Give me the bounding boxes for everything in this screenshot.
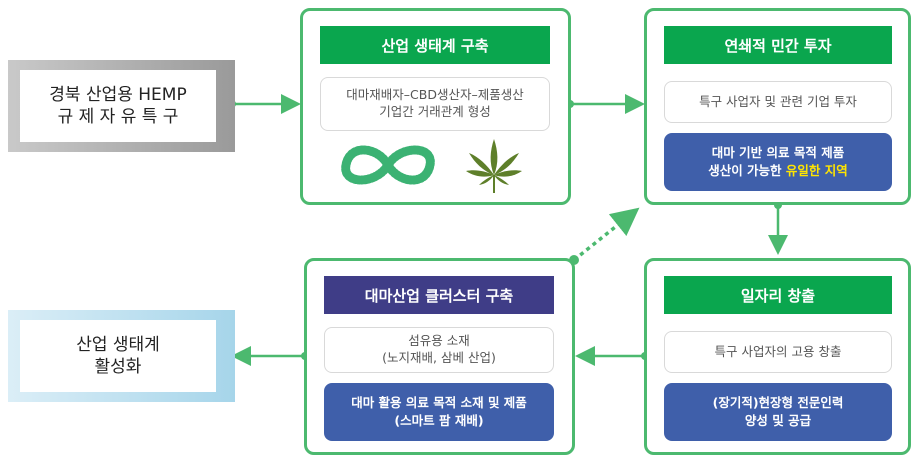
card-jobs-box-line1: (장기적)현장형 전문인력 xyxy=(712,394,844,410)
card-cluster-box-line2: (스마트 팜 재배) xyxy=(394,413,484,428)
card-cluster-pill-line2: (노지재배, 삼베 산업) xyxy=(382,350,496,365)
card-cluster-highlight-box: 대마 활용 의료 목적 소재 및 제품 (스마트 팜 재배) xyxy=(324,383,554,441)
card-private-investment: 연쇄적 민간 투자 특구 사업자 및 관련 기업 투자 대마 기반 의료 목적 … xyxy=(644,8,911,205)
card-industry-title: 산업 생태계 구축 xyxy=(320,26,550,64)
card-investment-pill-text: 특구 사업자 및 관련 기업 투자 xyxy=(699,93,857,109)
left-top-line2: 규 제 자 유 특 구 xyxy=(57,107,179,127)
left-top-line1: 경북 산업용 HEMP xyxy=(49,84,187,105)
card-cluster-pill-line1: 섬유용 소재 xyxy=(408,333,470,349)
left-bottom-line2: 활성화 xyxy=(94,357,142,377)
left-bottom-frame: 산업 생태계 활성화 xyxy=(8,310,235,402)
card-industry-pill: 대마재배자–CBD생산자–제품생산 기업간 거래관계 형성 xyxy=(320,77,550,131)
left-bottom-box: 산업 생태계 활성화 xyxy=(20,320,216,392)
card-cluster-title: 대마산업 클러스터 구축 xyxy=(324,276,554,314)
hemp-leaf-icon xyxy=(466,139,522,193)
connector-investment-to-jobs xyxy=(768,201,788,255)
card-jobs-box-line2: 양성 및 공급 xyxy=(744,413,812,428)
connector-cluster-to-investment-dotted xyxy=(569,207,640,265)
infinity-icon xyxy=(341,145,435,185)
card-investment-box-line2-highlight: 유일한 지역 xyxy=(785,163,848,178)
card-jobs-pill: 특구 사업자의 고용 창출 xyxy=(664,331,892,373)
card-investment-highlight-box: 대마 기반 의료 목적 제품 생산이 가능한 유일한 지역 xyxy=(664,133,892,191)
card-investment-box-line2: 생산이 가능한 유일한 지역 xyxy=(708,162,848,180)
card-investment-box-line1: 대마 기반 의료 목적 제품 xyxy=(711,144,845,160)
card-job-creation: 일자리 창출 특구 사업자의 고용 창출 (장기적)현장형 전문인력 양성 및 … xyxy=(644,258,911,455)
card-industry-pill-line1: 대마재배자–CBD생산자–제품생산 xyxy=(346,87,524,103)
card-industry-ecosystem: 산업 생태계 구축 대마재배자–CBD생산자–제품생산 기업간 거래관계 형성 xyxy=(300,8,571,205)
connector-jobs-to-cluster xyxy=(575,346,649,366)
card-jobs-title: 일자리 창출 xyxy=(664,276,892,314)
left-top-frame: 경북 산업용 HEMP 규 제 자 유 특 구 xyxy=(8,60,235,152)
card-hemp-cluster: 대마산업 클러스터 구축 섬유용 소재 (노지재배, 삼베 산업) 대마 활용 … xyxy=(304,258,575,455)
card-cluster-box-line1: 대마 활용 의료 목적 소재 및 제품 xyxy=(351,394,527,410)
card-investment-title: 연쇄적 민간 투자 xyxy=(664,26,892,64)
connector-industry-to-investment xyxy=(566,94,645,114)
card-cluster-pill: 섬유용 소재 (노지재배, 삼베 산업) xyxy=(324,327,554,373)
connector-cluster-to-left xyxy=(231,346,309,366)
card-jobs-highlight-box: (장기적)현장형 전문인력 양성 및 공급 xyxy=(664,383,892,441)
connector-left-to-industry xyxy=(228,94,301,114)
left-top-box: 경북 산업용 HEMP 규 제 자 유 특 구 xyxy=(20,70,216,142)
card-investment-box-line2-prefix: 생산이 가능한 xyxy=(708,163,786,178)
left-bottom-line1: 산업 생태계 xyxy=(76,334,160,355)
card-investment-pill: 특구 사업자 및 관련 기업 투자 xyxy=(664,81,892,123)
card-industry-pill-line2: 기업간 거래관계 형성 xyxy=(379,104,491,119)
card-jobs-pill-text: 특구 사업자의 고용 창출 xyxy=(714,343,842,359)
